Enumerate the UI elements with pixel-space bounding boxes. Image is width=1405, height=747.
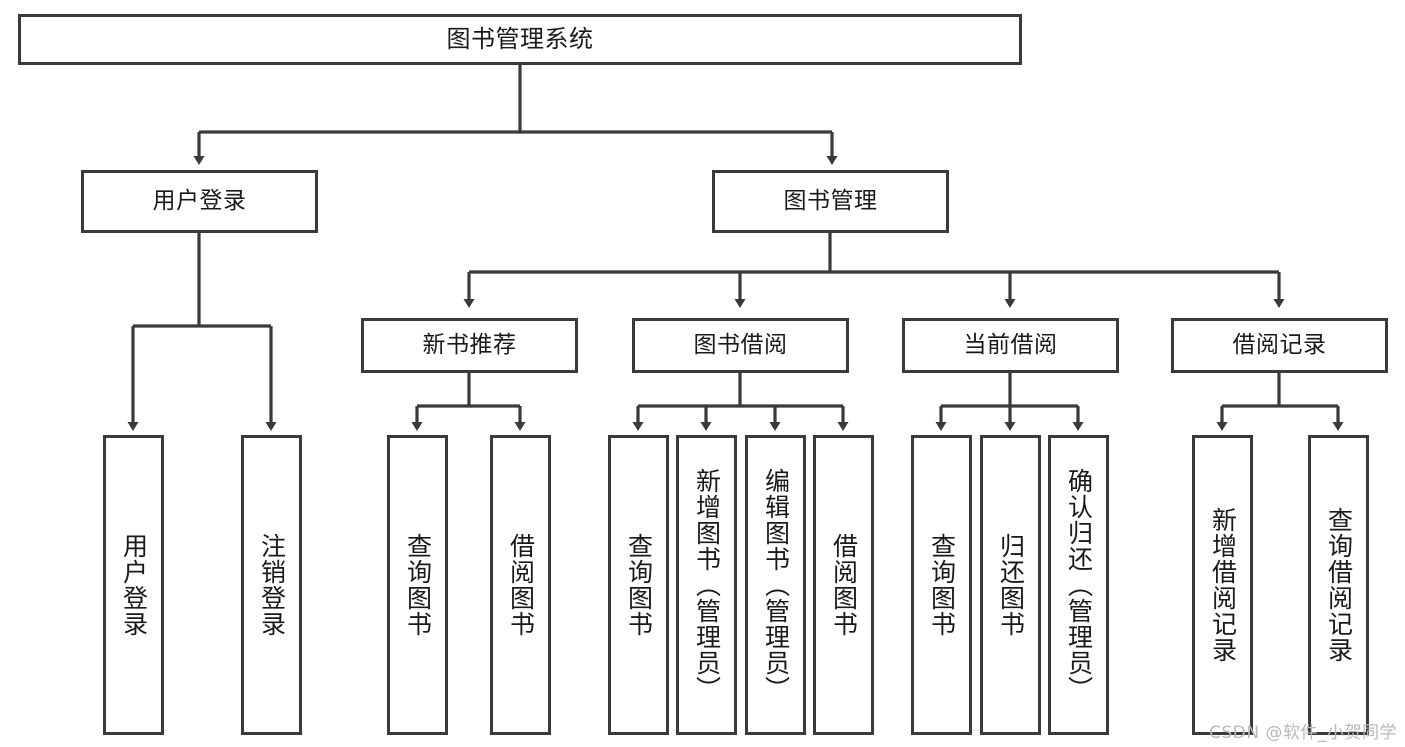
node-label: 注销登录 bbox=[257, 533, 287, 637]
csdn-watermark: CSDN @软件_小贺同学 bbox=[1209, 723, 1397, 743]
node-label: 归还图书 bbox=[996, 533, 1026, 637]
leaf-user-login-login[interactable]: 用户登录 bbox=[103, 435, 164, 735]
node-label: 查询图书 bbox=[403, 533, 433, 637]
leaf-book-borrow-query-books[interactable]: 查询图书 bbox=[608, 435, 669, 735]
node-current-borrow[interactable]: 当前借阅 bbox=[902, 318, 1119, 373]
node-label: 编辑图书（管理员） bbox=[761, 468, 791, 702]
node-book-borrow[interactable]: 图书借阅 bbox=[632, 318, 849, 373]
node-label: 图书管理 bbox=[783, 187, 878, 214]
node-label: 查询借阅记录 bbox=[1324, 507, 1354, 663]
leaf-new-book-borrow-books[interactable]: 借阅图书 bbox=[490, 435, 551, 735]
node-label: 用户登录 bbox=[152, 187, 247, 214]
node-book-management[interactable]: 图书管理 bbox=[712, 170, 949, 233]
node-label: 借阅图书 bbox=[829, 533, 859, 637]
node-label: 查询图书 bbox=[624, 533, 654, 637]
node-label: 新增借阅记录 bbox=[1208, 507, 1238, 663]
node-user-login[interactable]: 用户登录 bbox=[81, 170, 318, 233]
leaf-current-borrow-return-books[interactable]: 归还图书 bbox=[980, 435, 1041, 735]
node-label: 查询图书 bbox=[927, 533, 957, 637]
node-label: 确认归还（管理员） bbox=[1064, 468, 1094, 702]
node-label: 借阅记录 bbox=[1232, 331, 1327, 358]
leaf-new-book-query-books[interactable]: 查询图书 bbox=[387, 435, 448, 735]
node-label: 当前借阅 bbox=[963, 331, 1058, 358]
node-root-book-management-system[interactable]: 图书管理系统 bbox=[18, 14, 1022, 65]
leaf-borrow-record-query-record[interactable]: 查询借阅记录 bbox=[1308, 435, 1369, 735]
node-label: 图书管理系统 bbox=[446, 25, 594, 54]
node-label: 图书借阅 bbox=[693, 331, 788, 358]
node-label: 新增图书（管理员） bbox=[692, 468, 722, 702]
node-label: 用户登录 bbox=[119, 533, 149, 637]
node-borrow-record[interactable]: 借阅记录 bbox=[1171, 318, 1388, 373]
node-new-book-recommendation[interactable]: 新书推荐 bbox=[361, 318, 578, 373]
leaf-current-borrow-query-books[interactable]: 查询图书 bbox=[911, 435, 972, 735]
node-label: 借阅图书 bbox=[506, 533, 536, 637]
leaf-book-borrow-borrow-books[interactable]: 借阅图书 bbox=[813, 435, 874, 735]
leaf-user-login-logout[interactable]: 注销登录 bbox=[241, 435, 302, 735]
leaf-book-borrow-edit-book-admin[interactable]: 编辑图书（管理员） bbox=[745, 435, 806, 735]
leaf-borrow-record-add-record[interactable]: 新增借阅记录 bbox=[1192, 435, 1253, 735]
node-label: 新书推荐 bbox=[422, 331, 517, 358]
leaf-book-borrow-add-book-admin[interactable]: 新增图书（管理员） bbox=[676, 435, 737, 735]
leaf-current-borrow-confirm-return-admin[interactable]: 确认归还（管理员） bbox=[1048, 435, 1109, 735]
